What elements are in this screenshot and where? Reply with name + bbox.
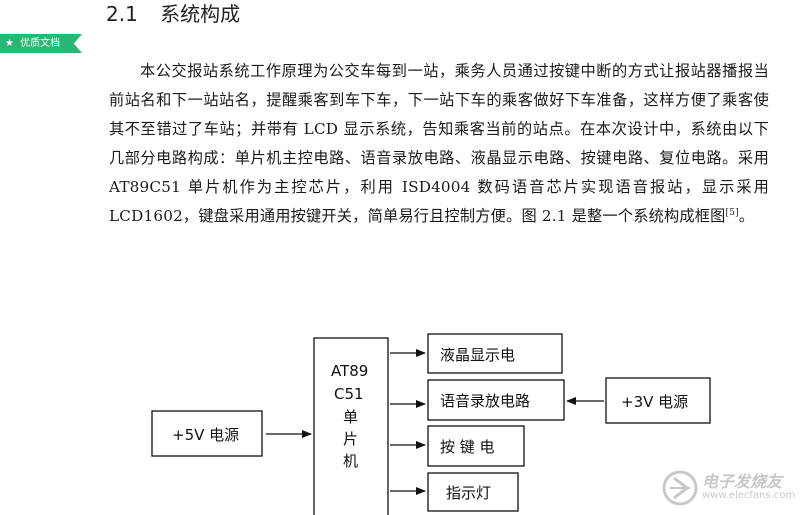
watermark-url: www.elecfans.com [702,490,796,501]
voice-label: 语音录放电路 [440,392,530,410]
mcu-label-3: 单 [343,408,358,426]
power-5v-box [151,410,263,457]
body-paragraph: 本公交报站系统工作原理为公交车每到一站，乘务人员通过按键中断的方式让报站器播报当… [109,57,769,230]
power-3v-box [605,377,711,424]
citation-ref[interactable]: [5] [725,207,739,218]
star-icon: ★ [5,38,14,49]
badge-label: 优质文档 [20,38,61,49]
watermark: 电子发烧友 www.elecfans.com [660,468,800,508]
section-title: 系统构成 [160,2,241,26]
system-block-diagram: +5V 电源 AT89 C51 单 片 机 液晶显示电 语音录放电路 +3V 电… [151,333,711,515]
paragraph-text: 本公交报站系统工作原理为公交车每到一站，乘务人员通过按键中断的方式让报站器播报当… [109,62,769,225]
keys-box [427,425,525,467]
watermark-title: 电子发烧友 [702,472,783,491]
mcu-label-4: 片 [343,430,358,448]
paragraph-end: 。 [738,206,755,225]
lcd-box [427,333,563,374]
voice-box [427,379,565,421]
power-5v-label: +5V 电源 [172,426,239,444]
mcu-box [313,337,389,515]
lcd-label: 液晶显示电 [440,346,515,364]
mcu-label-1: AT89 [331,362,368,380]
quality-badge[interactable]: ★ 优质文档 [0,34,82,53]
mcu-label-2: C51 [334,385,364,403]
section-number: 2.1 [106,2,138,26]
keys-label: 按 键 电 [440,438,495,456]
section-heading: 2.1 系统构成 [106,0,240,27]
power-3v-label: +3V 电源 [621,393,688,411]
watermark-logo-icon [662,470,698,506]
mcu-label-5: 机 [343,452,358,470]
indicator-box [427,472,519,512]
indicator-label: 指示灯 [446,484,491,502]
